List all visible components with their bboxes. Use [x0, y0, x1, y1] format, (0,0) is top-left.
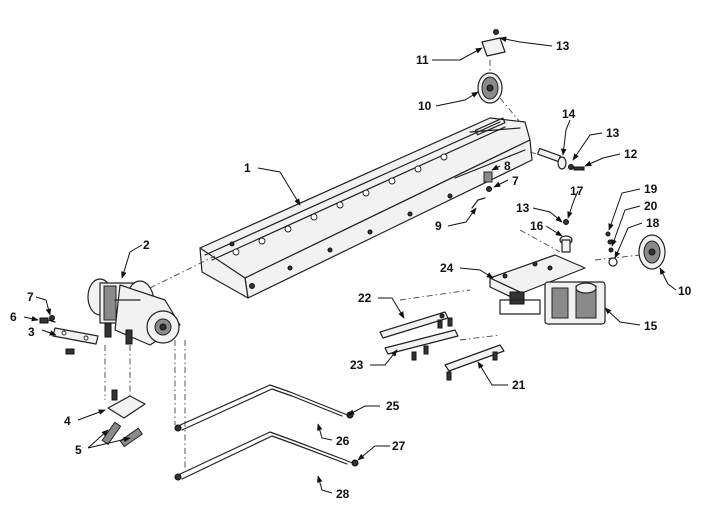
- callout-7-left: 7: [27, 290, 34, 304]
- callout-13-right: 13: [606, 126, 620, 140]
- axle-part-14: [537, 147, 567, 170]
- callout-8: 8: [504, 159, 511, 173]
- callout-28: 28: [336, 487, 350, 501]
- bracket-part-3: [52, 327, 99, 345]
- pulley-part-10-top: [477, 72, 503, 104]
- rod-part-9: [471, 197, 486, 209]
- callout-14: 14: [562, 107, 576, 121]
- winch-motor-part: [87, 278, 181, 346]
- pin-part-8: [483, 171, 493, 183]
- callout-13-top: 13: [556, 39, 570, 53]
- callout-19: 19: [644, 182, 658, 196]
- cable-part-25-26: [174, 384, 354, 432]
- callout-17: 17: [570, 184, 584, 198]
- callout-24: 24: [440, 261, 454, 275]
- strip-part-23: [384, 329, 459, 361]
- chain-parts-18-20: [605, 231, 618, 267]
- callout-5: 5: [75, 443, 82, 457]
- leader-lines: [23, 36, 677, 494]
- callout-6: 6: [10, 310, 17, 324]
- callout-10-top: 10: [418, 99, 432, 113]
- callout-21: 21: [512, 378, 526, 392]
- mounting-plate-part-4: [107, 389, 146, 419]
- callout-7-right: 7: [512, 174, 519, 188]
- callout-27: 27: [392, 439, 406, 453]
- callout-16: 16: [530, 219, 544, 233]
- callout-3: 3: [28, 325, 35, 339]
- callout-18: 18: [646, 216, 660, 230]
- callout-12: 12: [624, 147, 638, 161]
- callout-13-mid: 13: [516, 201, 530, 215]
- callout-20: 20: [644, 199, 658, 213]
- screw-part-6: [39, 317, 56, 324]
- strip-part-22: [379, 311, 453, 339]
- washer-part-7-right: [486, 186, 492, 192]
- washer-part-7-left: [49, 315, 75, 355]
- pulley-part-10-right: [638, 234, 666, 270]
- callout-22: 22: [358, 291, 372, 305]
- axle-part-16-17: [559, 219, 573, 253]
- callout-9: 9: [435, 219, 442, 233]
- callout-4: 4: [64, 414, 71, 428]
- callout-26: 26: [336, 434, 350, 448]
- callout-1: 1: [244, 161, 251, 175]
- washer-part-13-right: [568, 164, 574, 170]
- callout-25: 25: [386, 399, 400, 413]
- cable-part-27-28: [174, 431, 359, 481]
- callout-10-right: 10: [678, 284, 692, 298]
- channel-rail-part: [199, 117, 533, 299]
- callout-15: 15: [644, 319, 658, 333]
- callout-labels: 1 2 3 4 5 6 7 7 8 9 10 10 11 12 13 13 13…: [10, 39, 692, 501]
- strip-part-21: [444, 344, 505, 381]
- carriage-part-15: [499, 281, 606, 325]
- pin-part-12: [573, 166, 585, 171]
- bracket-part-11: [481, 37, 506, 57]
- callout-11: 11: [416, 53, 429, 67]
- screw-part-13-top: [493, 29, 499, 35]
- callout-23: 23: [350, 358, 364, 372]
- callout-2: 2: [143, 238, 150, 252]
